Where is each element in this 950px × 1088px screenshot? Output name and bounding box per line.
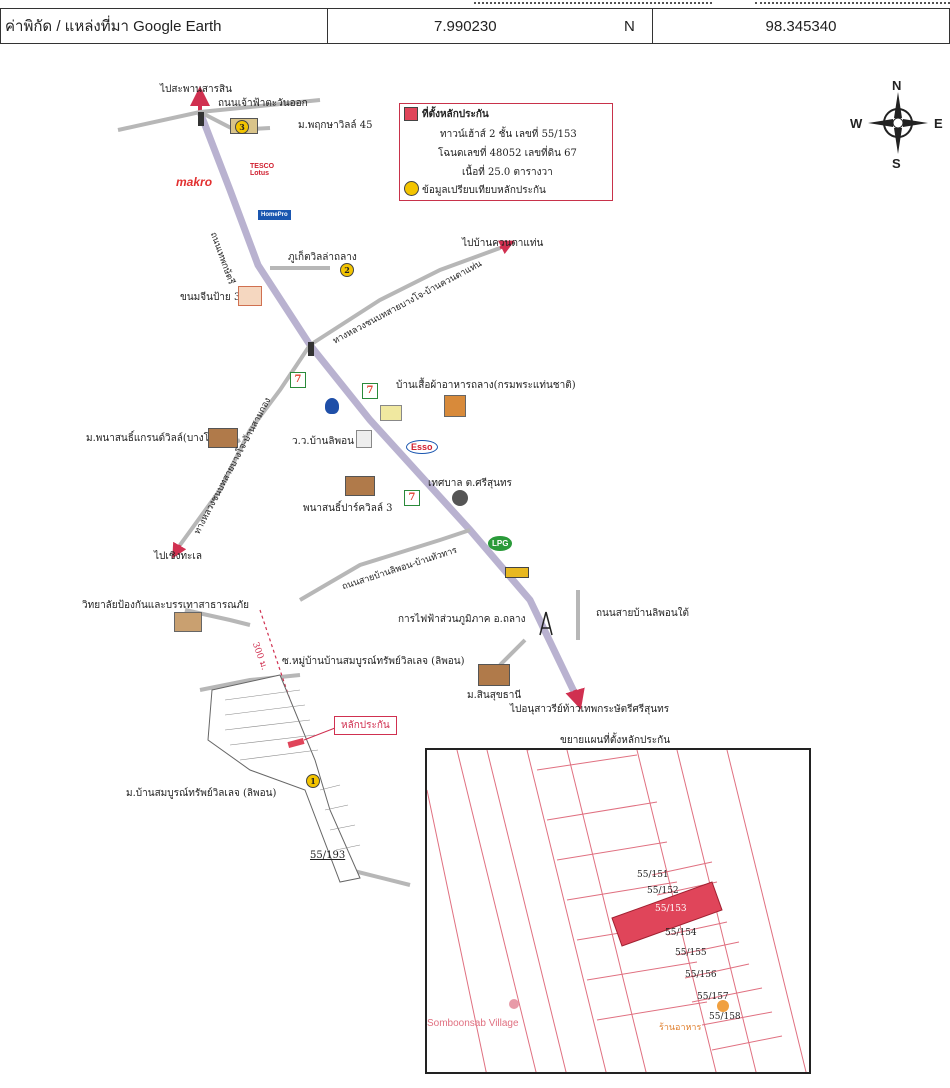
label-to-monument: ไปอนุสาวรีย์ท้าวเทพกระษัตรีศรีสุนทร (510, 704, 670, 715)
poi-marker-icon (509, 999, 519, 1009)
coordinate-header: ค่าพิกัด / แหล่งที่มา Google Earth 7.990… (0, 0, 950, 44)
village-block (207, 674, 361, 883)
label-road-top: ถนนเจ้าฟ้าตะวันออก (218, 98, 308, 109)
label-khanomchin: ขนมจีนป้าย 3 (180, 292, 241, 303)
plot-label: 55/152 (647, 886, 679, 896)
traffic-light-icon (198, 112, 204, 126)
latitude-value: 7.990230 (434, 17, 497, 35)
compass-s: S (892, 156, 901, 171)
longitude-value: 98.345340 (765, 17, 837, 35)
label-college: วิทยาลัยป้องกันและบรรเทาสาธารณภัย (82, 600, 249, 611)
compass-n: N (892, 78, 902, 93)
legend-title: ที่ตั้งหลักประกัน (422, 109, 489, 120)
plot-label: 55/154 (665, 928, 697, 938)
plot-label: 55/158 (709, 1012, 741, 1022)
inset-parcels (427, 750, 807, 1072)
label-village-entrance: ซ.หมู่บ้านบ้านสมบูรณ์ทรัพย์วิลเลจ (ลิพอน… (282, 656, 465, 667)
college-building-icon (174, 612, 202, 632)
chevrolet-icon (505, 567, 529, 578)
label-wat-ban-lipon: ว.ว.บ้านลิพอน (292, 436, 354, 447)
road-top (117, 98, 321, 132)
plot-label: 55/156 (685, 970, 717, 980)
seven-eleven-number: 7 (294, 374, 302, 385)
inset-title: ขยายแผนที่ตั้งหลักประกัน (560, 735, 671, 746)
traffic-light-icon (308, 342, 314, 356)
road-somboon (199, 673, 301, 692)
plot-label: 55/157 (697, 992, 729, 1002)
collateral-tag: หลักประกัน (334, 716, 397, 735)
house-icon (345, 476, 375, 496)
legend-line3: เนื้อที่ 25.0 ตารางวา (462, 167, 553, 178)
gas-station-icon (325, 398, 339, 414)
plot-label: 55/151 (637, 870, 669, 880)
dotted-rule (755, 2, 950, 4)
seven-eleven-number: 7 (366, 385, 374, 396)
legend-line4: ข้อมูลเปรียบเทียบหลักประกัน (422, 185, 546, 196)
label-to-choeng-thale: ไปเชิงทะเล (154, 551, 202, 562)
coord-source-label: ค่าพิกัด / แหล่งที่มา Google Earth (5, 18, 222, 35)
house-icon (478, 664, 510, 686)
label-village-sinsuk: ม.สินสุขธานี (467, 690, 522, 701)
plot-label: 55/155 (675, 948, 707, 958)
latitude-direction: N (624, 17, 635, 35)
plot-label: 55/153 (655, 904, 687, 914)
label-tesaban: เทศบาล ต.ศรีสุนทร (428, 478, 512, 489)
compass-icon (868, 92, 928, 154)
circle-number: 2 (344, 265, 350, 275)
label-ban-suea: บ้านเสื้อผ้าอาหารถลาง(กรมพระแท่นชาติ) (396, 380, 576, 391)
bank-icon (380, 405, 402, 421)
road-bottom (349, 868, 411, 887)
seven-eleven-icon: 7 (290, 372, 306, 388)
lpg-logo: LPG (488, 536, 513, 551)
tesco-logo: TESCO Lotus (250, 163, 275, 177)
collateral-marker-small (287, 738, 305, 748)
label-plot-193: 55/193 (310, 850, 346, 861)
label-village-park: พนาสนธิ์ปาร์ควิลล์ 3 (303, 503, 393, 514)
comparison-circle-3: 3 (235, 120, 249, 134)
legend-box: ที่ตั้งหลักประกัน ทาวน์เฮ้าส์ 2 ชั้น เลข… (399, 103, 613, 201)
road-lipon (298, 528, 471, 602)
municipal-emblem-icon (452, 490, 468, 506)
legend-line1: ทาวน์เฮ้าส์ 2 ชั้น เลขที่ 55/153 (440, 129, 577, 140)
building-icon (444, 395, 466, 417)
collateral-parcel (611, 881, 723, 947)
place-food: ร้านอาหาร (659, 1023, 702, 1033)
seven-eleven-icon: 7 (362, 383, 378, 399)
label-village-somboon: ม.บ้านสมบูรณ์ทรัพย์วิลเลจ (ลิพอน) (126, 788, 277, 799)
homepro-logo: HomePro (258, 210, 291, 220)
temple-icon (356, 430, 372, 448)
legend-comparison-swatch (404, 181, 419, 196)
inset-map: 55/151 55/152 55/153 55/154 55/155 55/15… (425, 748, 811, 1074)
seven-eleven-icon: 7 (404, 490, 420, 506)
label-to-saphan-sarasin: ไปสะพานสารสิน (160, 84, 232, 95)
restaurant-icon (238, 286, 262, 306)
road-bang-jo (308, 246, 501, 347)
road-sinsuk (498, 638, 527, 667)
place-somboon: Somboonsab Village (427, 1018, 519, 1029)
dotted-rule (474, 2, 712, 4)
comparison-circle-2: 2 (340, 263, 354, 277)
label-village-grand: ม.พนาสนธิ์แกรนด์วิลล์(บางโจ) (86, 433, 219, 444)
compass-e: E (934, 116, 943, 131)
esso-logo: Esso (406, 440, 438, 454)
makro-logo: makro (176, 175, 213, 189)
legend-line2: โฉนดเลขที่ 48052 เลขที่ดิน 67 (438, 148, 577, 159)
compass-w: W (850, 116, 863, 131)
label-village-pruksa: ม.พฤกษาวิลล์ 45 (298, 120, 373, 131)
label-to-ban-khuan: ไปบ้านควนตาแท่น (462, 238, 544, 249)
circle-number: 1 (310, 776, 316, 786)
label-road-lipon-south: ถนนสายบ้านลิพอนใต้ (596, 608, 690, 619)
compass-rose: N S E W (846, 78, 946, 173)
tower-icon (539, 611, 553, 636)
label-phuket-villa: ภูเก็ตวิลล่าถลาง (288, 252, 357, 263)
seven-eleven-number: 7 (408, 492, 416, 503)
poi-marker-icon (717, 1000, 729, 1012)
label-pea: การไฟฟ้าส่วนภูมิภาค อ.ถลาง (398, 614, 526, 625)
legend-collateral-swatch (404, 107, 418, 121)
house-icon (208, 428, 238, 448)
comparison-circle-1: 1 (306, 774, 320, 788)
main-highway (196, 110, 582, 702)
circle-number: 3 (239, 122, 245, 132)
